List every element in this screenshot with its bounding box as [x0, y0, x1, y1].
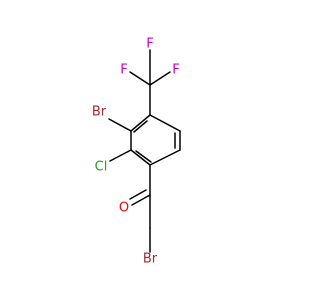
bond-ring-c1-c2-inner — [133, 120, 148, 133]
atom-br-ring-label: Br — [92, 105, 107, 120]
bond-ring-c1-c2 — [130, 114, 151, 132]
atom-cl-label: Cl — [95, 160, 108, 175]
bond-ring-c3-c4 — [130, 149, 151, 166]
bond-ring-br — [108, 118, 132, 132]
bond-ring-c3-c4-inner — [135, 150, 152, 163]
atom-br-chain-label: Br — [143, 252, 158, 267]
bond-cf3-f2 — [129, 71, 151, 86]
bond-carbonyl-o-2 — [129, 189, 147, 200]
bond-ring-c1-c6 — [149, 114, 181, 132]
molecule-structure: F F F Br Cl O Br — [92, 37, 181, 267]
bond-ring-cl — [109, 149, 132, 162]
bond-ring-c4-c5 — [149, 149, 181, 166]
atom-labels: F F F Br Cl O Br — [92, 37, 180, 267]
atom-f1-label: F — [146, 37, 153, 52]
atom-f2-label: F — [120, 63, 127, 78]
bond-carbonyl-o-1 — [131, 194, 151, 206]
atom-f3-label: F — [172, 63, 179, 78]
bonds — [108, 49, 181, 253]
atom-o-label: O — [119, 201, 129, 216]
bond-cf3-f3 — [149, 71, 171, 86]
